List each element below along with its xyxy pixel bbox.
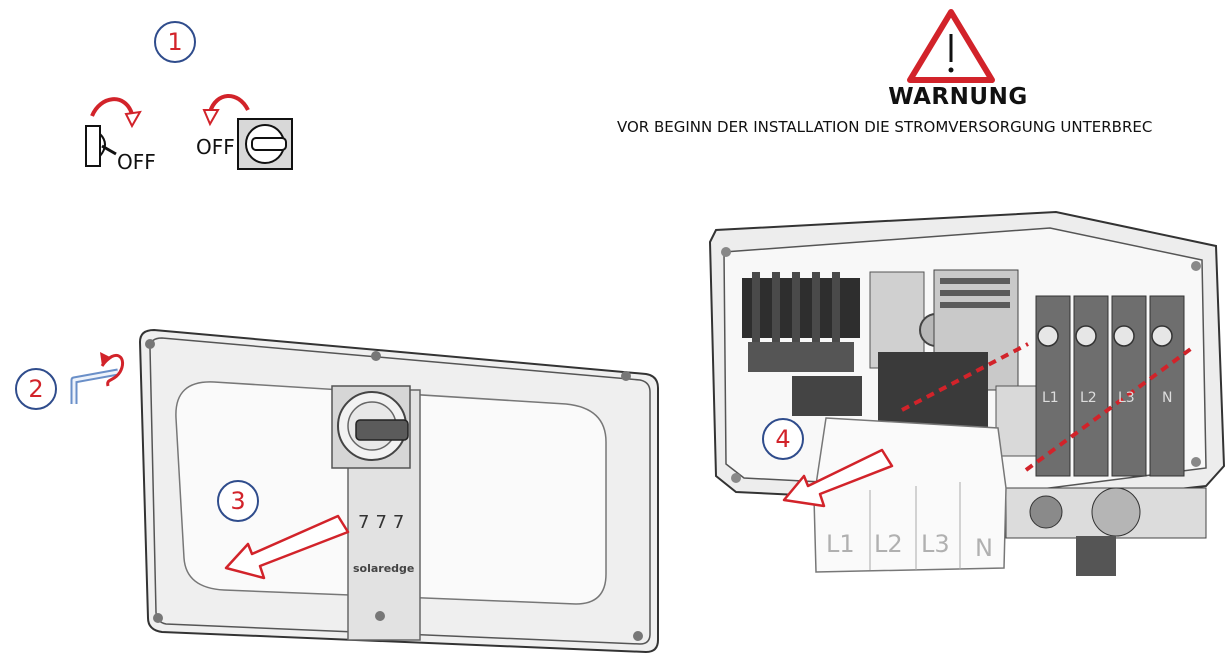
cover-label-l1: L1 [826, 530, 855, 558]
terminal-label-l3: L3 [1118, 390, 1135, 406]
warning-title: WARNUNG [888, 84, 1028, 110]
inverter-cover-panel [138, 328, 659, 654]
warning-triangle-icon [907, 9, 995, 83]
terminal-label-n: N [1162, 390, 1173, 406]
warning-text: VOR BEGINN DER INSTALLATION DIE STROMVER… [617, 118, 1153, 136]
left-switch-off-label: OFF [117, 150, 156, 174]
step-3-marker: 3 [217, 480, 259, 522]
rotary-switch-icon [202, 94, 293, 170]
cover-label-l2: L2 [874, 530, 903, 558]
breaker-switch-icon [85, 97, 142, 167]
cover-label-l3: L3 [921, 530, 950, 558]
terminal-label-l2: L2 [1080, 390, 1097, 406]
step-1-marker: 1 [154, 21, 196, 63]
cover-led-indicator: 777 [358, 512, 411, 533]
right-switch-off-label: OFF [196, 135, 235, 159]
remove-cover-arrow [224, 514, 350, 580]
step-4-marker: 4 [762, 418, 804, 460]
hex-key-icon [70, 352, 125, 404]
cover-brand-logo: solaredge [353, 562, 415, 575]
remove-terminal-cover-arrow [782, 448, 894, 508]
terminal-label-l1: L1 [1042, 390, 1059, 406]
step-2-marker: 2 [15, 368, 57, 410]
cover-label-n: N [975, 534, 993, 562]
